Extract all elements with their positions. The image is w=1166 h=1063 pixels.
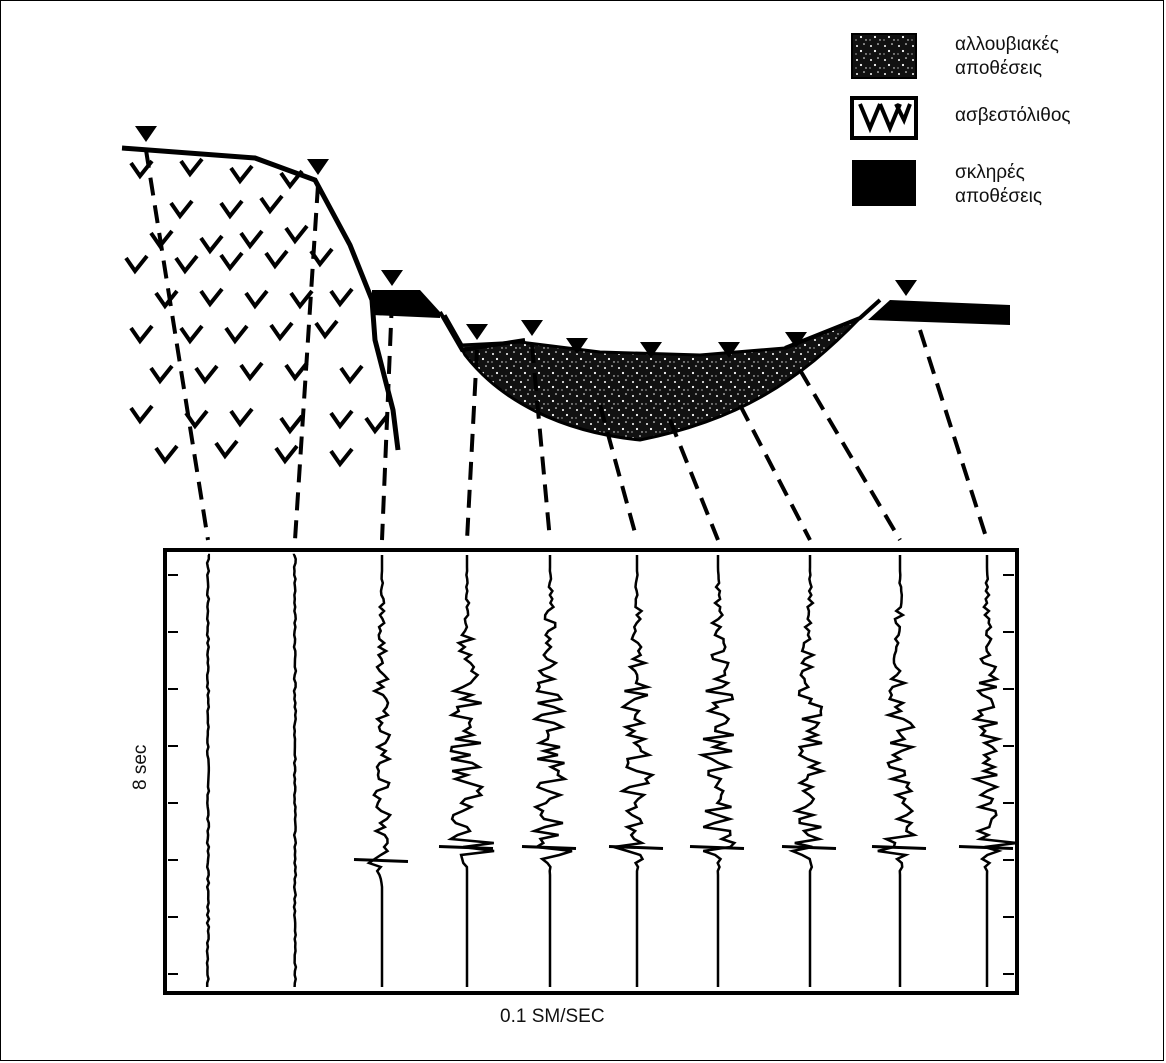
- seismogram-trace: [970, 555, 1017, 987]
- station-link-line: [668, 419, 720, 541]
- station-link-line: [798, 368, 902, 542]
- seismogram-trace: [205, 553, 211, 987]
- station-marker-icon: [307, 159, 329, 175]
- seismogram-trace: [292, 553, 298, 988]
- limestone-v-mark: [219, 199, 244, 220]
- limestone-v-mark: [199, 234, 224, 255]
- limestone-v-mark: [339, 364, 364, 385]
- limestone-v-mark: [179, 157, 204, 178]
- limestone-v-mark: [174, 254, 199, 275]
- limestone-v-mark: [154, 444, 179, 465]
- limestone-v-mark: [239, 229, 264, 250]
- seismogram-trace: [447, 555, 495, 987]
- station-link-line: [144, 149, 210, 541]
- legend-label-limestone: ασβεστόλιθος: [955, 105, 1071, 126]
- limestone-v-mark: [179, 324, 204, 345]
- limestone-v-mark: [289, 289, 314, 310]
- limestone-v-mark: [129, 404, 154, 425]
- limestone-v-mark: [274, 444, 299, 465]
- time-axis-label: 8 sec: [130, 744, 151, 790]
- seismogram-trace: [788, 555, 827, 987]
- legend-label-alluvial: αλλουβιακές αποθέσεις: [955, 34, 1059, 79]
- limestone-v-mark: [279, 414, 304, 435]
- seismogram-traces: [205, 553, 1017, 988]
- limestone-v-mark: [284, 224, 309, 245]
- station-link-line: [465, 349, 479, 541]
- limestone-v-mark: [229, 164, 254, 185]
- limestone-v-mark: [154, 289, 179, 310]
- limestone-v-mark: [169, 199, 194, 220]
- limestone-v-mark: [329, 287, 354, 308]
- cross-section: [121, 145, 1010, 451]
- limestone-v-mark: [184, 409, 209, 430]
- legend: [850, 33, 918, 206]
- station-link-line: [293, 184, 320, 541]
- limestone-v-mark: [269, 321, 294, 342]
- station-marker-icon: [718, 342, 740, 358]
- amplitude-axis-label: 0.1 SM/SEC: [500, 1006, 605, 1027]
- station-link-line: [530, 344, 552, 541]
- trace-peak-marker: [608, 844, 664, 850]
- limestone-v-mark: [239, 361, 264, 382]
- trace-peak-marker: [871, 844, 927, 850]
- station-marker-icon: [566, 338, 588, 354]
- limestone-v-mark: [259, 194, 284, 215]
- limestone-v-mark: [329, 447, 354, 468]
- limestone-v-mark: [124, 254, 149, 275]
- seismogram-trace: [529, 555, 573, 987]
- station-marker-icon: [785, 332, 807, 348]
- time-axis-ticks: [168, 574, 1014, 975]
- limestone-v-mark: [364, 414, 389, 435]
- limestone-hatching: [124, 157, 389, 468]
- limestone-v-mark: [224, 324, 249, 345]
- limestone-v-mark: [129, 324, 154, 345]
- seismogram-trace: [697, 555, 737, 987]
- trace-peak-marker: [521, 844, 577, 850]
- limestone-v-mark: [329, 409, 354, 430]
- station-marker-icon: [521, 320, 543, 336]
- limestone-v-mark: [279, 169, 304, 190]
- station-markers: [135, 126, 917, 358]
- limestone-v-mark: [219, 251, 244, 272]
- seismogram-trace: [613, 555, 656, 987]
- trace-peak-marker: [781, 844, 837, 850]
- trace-peak-marker: [353, 858, 409, 863]
- station-link-line: [738, 404, 812, 541]
- trace-peak-marker: [689, 844, 745, 850]
- station-marker-icon: [466, 324, 488, 340]
- hard-deposit-right: [868, 300, 1010, 325]
- legend-label-hard-deposits: σκληρές αποθέσεις: [955, 162, 1043, 207]
- limestone-v-mark: [244, 289, 269, 310]
- right-slope: [784, 298, 882, 350]
- ground-surface-line: [121, 145, 401, 451]
- limestone-v-mark: [229, 407, 254, 428]
- limestone-swatch: [850, 96, 918, 140]
- limestone-v-mark: [199, 287, 224, 308]
- station-link-line: [918, 329, 989, 541]
- trace-peak-marker: [438, 844, 494, 850]
- station-marker-icon: [640, 342, 662, 358]
- limestone-v-mark: [264, 249, 289, 270]
- hard-deposit-swatch: [852, 160, 916, 206]
- limestone-v-mark: [284, 361, 309, 382]
- station-marker-icon: [135, 126, 157, 142]
- limestone-v-mark: [314, 319, 339, 340]
- hard-deposit-left: [372, 290, 440, 318]
- seismogram-panel: [163, 548, 1019, 995]
- trace-peak-marker: [958, 844, 1014, 850]
- alluvial-swatch: [851, 33, 917, 79]
- seismogram-trace: [366, 555, 393, 987]
- station-marker-icon: [895, 280, 917, 296]
- station-marker-icon: [381, 270, 403, 286]
- station-link-line: [380, 299, 394, 541]
- station-links: [144, 149, 989, 542]
- limestone-v-mark: [149, 364, 174, 385]
- station-link-line: [598, 404, 639, 541]
- basin-outline: [438, 310, 526, 353]
- limestone-v-mark: [214, 439, 239, 460]
- limestone-v-mark: [194, 364, 219, 385]
- seismogram-trace: [877, 555, 919, 987]
